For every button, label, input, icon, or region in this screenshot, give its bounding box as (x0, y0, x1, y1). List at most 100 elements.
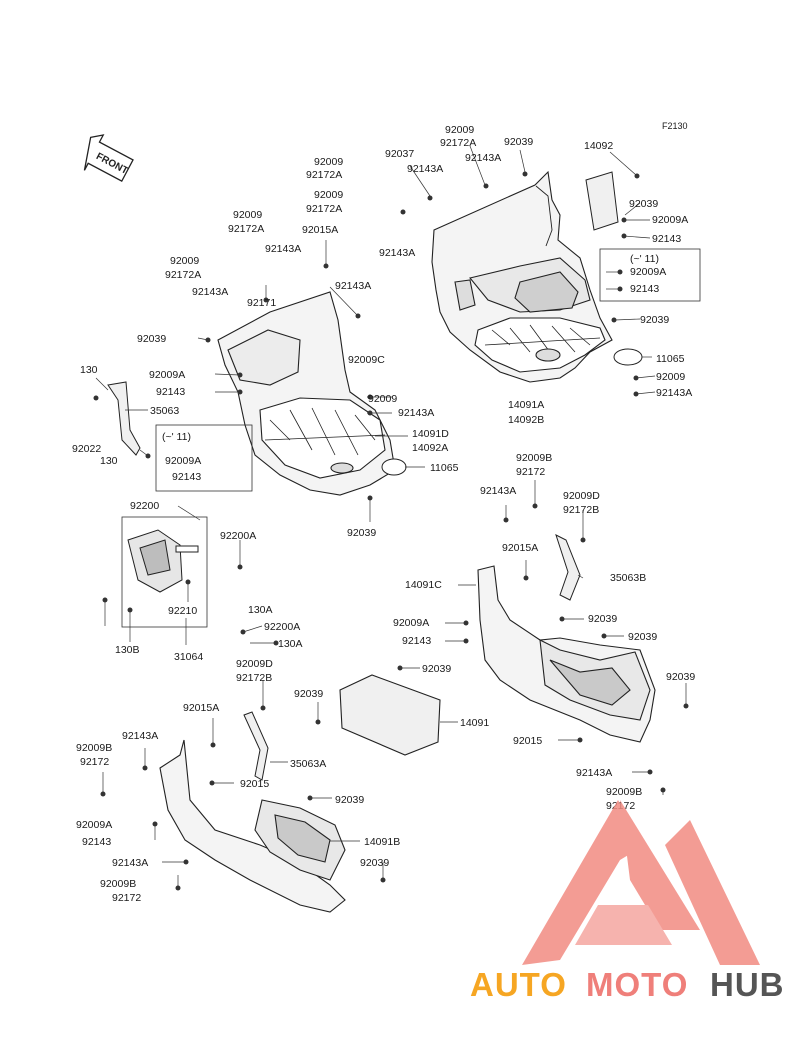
callout: 92022 (72, 443, 101, 455)
callout: 92143 (82, 836, 111, 848)
callout: 130A (278, 638, 303, 650)
callout: 92039 (347, 527, 376, 539)
callout: 92172 (112, 892, 141, 904)
callout: 92143A (465, 152, 501, 164)
callout: 92143A (398, 407, 434, 419)
callout: 92200A (264, 621, 300, 633)
callout: 92200A (220, 530, 256, 542)
callout: 92143 (630, 283, 659, 295)
callout: 31064 (174, 651, 203, 663)
callout: 92009B (516, 452, 552, 464)
callout: 92015A (183, 702, 219, 714)
callout: 130 (100, 455, 118, 467)
callout: 14091A (508, 399, 544, 411)
callout: 92009 (170, 255, 199, 267)
callout: 92015A (302, 224, 338, 236)
callout: 92009A (76, 819, 112, 831)
watermark-part3: HUB (710, 966, 785, 1003)
callout: 92143A (407, 163, 443, 175)
bracket-31064-illustration (127, 529, 199, 593)
callout: 92143A (656, 387, 692, 399)
lh-lower-panel-illustration (159, 739, 346, 913)
callout: 92039 (640, 314, 669, 326)
callout: 92143 (652, 233, 681, 245)
lh-floor-panel-illustration (217, 291, 396, 496)
callout: 92210 (168, 605, 197, 617)
callout: 92143 (172, 471, 201, 483)
inset-box-left (155, 424, 253, 492)
inset-box-right (599, 248, 701, 302)
watermark-logo-icon (522, 800, 760, 965)
callout: 92172B (563, 504, 599, 516)
callout: 92009C (348, 354, 385, 366)
bracket-35063b-illustration (555, 534, 581, 601)
callout: 14091C (405, 579, 442, 591)
callout: (~' 11) (162, 431, 191, 443)
callout: 92143A (480, 485, 516, 497)
callout: 92039 (360, 857, 389, 869)
callout: 14092B (508, 414, 544, 426)
callout: 92009D (236, 658, 273, 670)
callout: 92009B (76, 742, 112, 754)
callout: 92039 (422, 663, 451, 675)
callout: 14091B (364, 836, 400, 848)
callout: 92039 (666, 671, 695, 683)
callout: 92143A (379, 247, 415, 259)
callout: 92039 (294, 688, 323, 700)
callout: 92143A (112, 857, 148, 869)
callout: 92039 (137, 333, 166, 345)
callout: 92009A (165, 455, 201, 467)
callout: 92171 (247, 297, 276, 309)
callout: 14091 (460, 717, 489, 729)
fasteners (93, 171, 689, 891)
panel-14092-illustration (585, 171, 619, 231)
callout: 35063A (290, 758, 326, 770)
leader-lines (95, 145, 687, 888)
callout: 14092A (412, 442, 448, 454)
callout: 92039 (628, 631, 657, 643)
callout: 92200 (130, 500, 159, 512)
front-arrow-icon: FRONT (83, 134, 134, 183)
callout: 92037 (385, 148, 414, 160)
callout: 92009B (100, 878, 136, 890)
callout: 92143 (402, 635, 431, 647)
cover-11065-left-illustration (381, 458, 407, 476)
bracket-group-box (121, 516, 208, 628)
callout: 92039 (629, 198, 658, 210)
callout: 92143A (122, 730, 158, 742)
callout: 14091D (412, 428, 449, 440)
callout: 92143 (156, 386, 185, 398)
callout: 92009 (368, 393, 397, 405)
callout: 92009D (563, 490, 600, 502)
callout: 92172A (440, 137, 476, 149)
callout: 92143A (576, 767, 612, 779)
callout: 130A (248, 604, 273, 616)
callout: 92009 (233, 209, 262, 221)
callout: 92172 (80, 756, 109, 768)
callout-labels: 92009 92172A 92039 92143A 92009 92037 92… (72, 124, 695, 904)
callout: 92015 (513, 735, 542, 747)
cover-11065-right-illustration (613, 348, 643, 366)
bracket-35063a-illustration (243, 711, 269, 781)
callout: 11065 (656, 353, 685, 365)
plate-14091-illustration (339, 674, 441, 756)
callout: 92143A (265, 243, 301, 255)
callout: (~' 11) (630, 253, 659, 265)
callout: 92009A (652, 214, 688, 226)
watermark-part2: MOTO (586, 966, 688, 1003)
callout: 92015A (502, 542, 538, 554)
callout: 92009 (314, 156, 343, 168)
callout: 92009B (606, 786, 642, 798)
callout: 92172A (306, 169, 342, 181)
rh-floor-panel-illustration (431, 170, 613, 383)
callout: 92015 (240, 778, 269, 790)
callout: 11065 (430, 462, 459, 474)
callout: 92009 (445, 124, 474, 136)
callout: 92039 (504, 136, 533, 148)
callout: 92143A (335, 280, 371, 292)
callout: 14092 (584, 140, 613, 152)
bracket-35063-illustration (107, 381, 141, 456)
callout: 92009A (630, 266, 666, 278)
